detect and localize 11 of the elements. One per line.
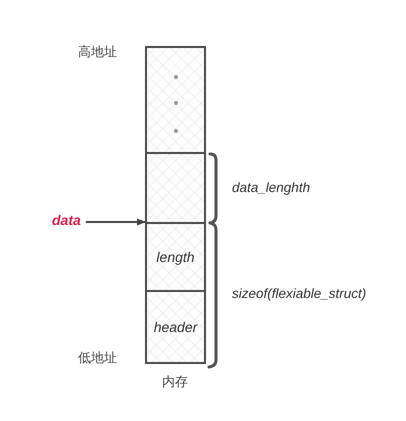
arrow <box>86 218 146 226</box>
memory-label: 内存 <box>162 375 188 390</box>
pointer-label: data <box>52 213 81 228</box>
memory-cell <box>145 46 206 154</box>
brace-label: sizeof(flexiable_struct) <box>232 287 366 302</box>
memory-cell <box>145 152 206 224</box>
address-label: 高地址 <box>78 45 117 60</box>
address-label: 低地址 <box>78 351 117 366</box>
memory-cell: length <box>145 222 206 292</box>
brace-label: data_lenghth <box>232 181 310 196</box>
memory-cell: header <box>145 290 206 364</box>
